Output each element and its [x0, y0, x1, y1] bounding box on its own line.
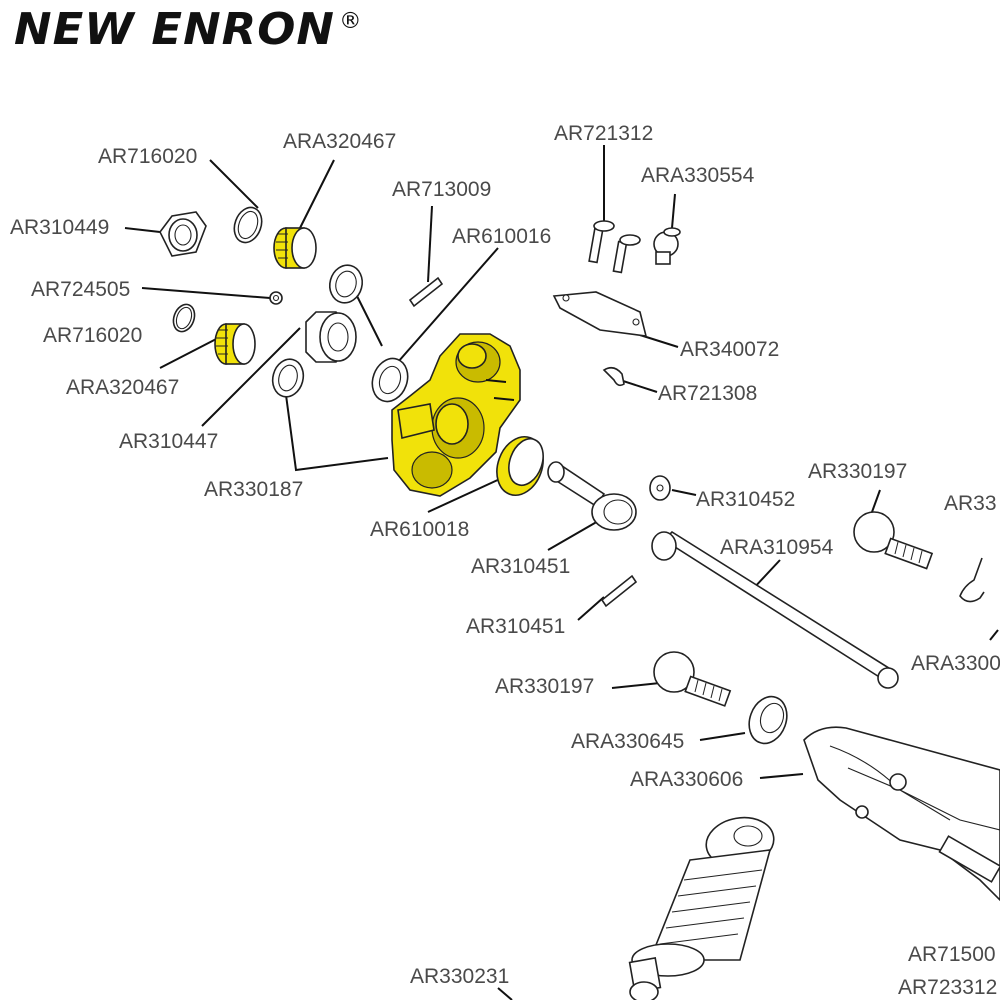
label-ar310451-lower: AR310451 — [466, 615, 566, 638]
cup-ara330645 — [748, 695, 788, 745]
oring-ar716020-upper — [233, 206, 263, 244]
brand-name: NEW ENRON — [14, 4, 336, 55]
pin-ar721308 — [602, 366, 625, 387]
label-ar723312-partial: AR723312 — [898, 976, 998, 999]
label-ar713009: AR713009 — [392, 178, 492, 201]
label-ar610018: AR610018 — [370, 518, 470, 541]
axle-ar310451 — [547, 461, 637, 531]
shock-ar330231 — [628, 816, 775, 1000]
bearing-ar330187-lower — [271, 358, 305, 398]
label-ar310452: AR310452 — [696, 488, 796, 511]
label-ara330606: ARA330606 — [630, 768, 744, 791]
label-ar330187: AR330187 — [204, 478, 304, 501]
label-ar716020-upper: AR716020 — [98, 145, 198, 168]
hub-ar310447 — [305, 311, 357, 363]
label-ar721308: AR721308 — [658, 382, 758, 405]
bushing-ar724505 — [269, 291, 283, 305]
registered-mark: ® — [339, 9, 363, 35]
label-ar716020-lower: AR716020 — [43, 324, 143, 347]
ball-ar330197-left — [653, 651, 732, 707]
label-ar71500-partial: AR71500 — [908, 943, 996, 966]
nut-ar310449 — [159, 211, 207, 257]
label-ar33-partial: AR33 — [944, 492, 997, 515]
pin-ar713009 — [408, 276, 444, 308]
label-ar721312: AR721312 — [554, 122, 654, 145]
label-ar610016: AR610016 — [452, 225, 552, 248]
pin-ar310451 — [600, 574, 638, 608]
oring-ar716020-lower — [172, 303, 196, 333]
label-ar310451-upper: AR310451 — [471, 555, 571, 578]
label-ara320467-lower: ARA320467 — [66, 376, 180, 399]
label-ara330554: ARA330554 — [641, 164, 755, 187]
ball-ar330197-right — [853, 511, 934, 570]
bearing-ar330187-upper — [328, 264, 364, 304]
label-ar310449: AR310449 — [10, 216, 110, 239]
label-ara320467-upper: ARA320467 — [283, 130, 397, 153]
collar-ar310452 — [649, 475, 671, 501]
insert-ara320467-upper — [273, 227, 317, 269]
label-ar330231: AR330231 — [410, 965, 510, 988]
carrier-highlighted — [391, 333, 521, 497]
label-ar330197-right: AR330197 — [808, 460, 908, 483]
brand-logo: NEW ENRON® — [14, 4, 363, 55]
bearing-ar610018 — [496, 436, 544, 496]
label-ara310954: ARA310954 — [720, 536, 834, 559]
insert-ara320467-lower — [214, 323, 256, 365]
arm-ara330606 — [803, 726, 1000, 902]
screws-ar721312 — [588, 220, 641, 274]
ball-ara330554 — [653, 227, 681, 265]
plate-ar340072 — [552, 291, 648, 337]
label-ar310447: AR310447 — [119, 430, 219, 453]
label-ar340072: AR340072 — [680, 338, 780, 361]
label-ara3300-partial: ARA3300 — [911, 652, 1000, 675]
label-ar724505: AR724505 — [31, 278, 131, 301]
label-ara330645: ARA330645 — [571, 730, 685, 753]
label-ar330197-left: AR330197 — [495, 675, 595, 698]
clip-ar33 — [959, 557, 985, 603]
bearing-ar610016 — [371, 357, 409, 403]
driveshaft-ara310954 — [651, 530, 899, 689]
